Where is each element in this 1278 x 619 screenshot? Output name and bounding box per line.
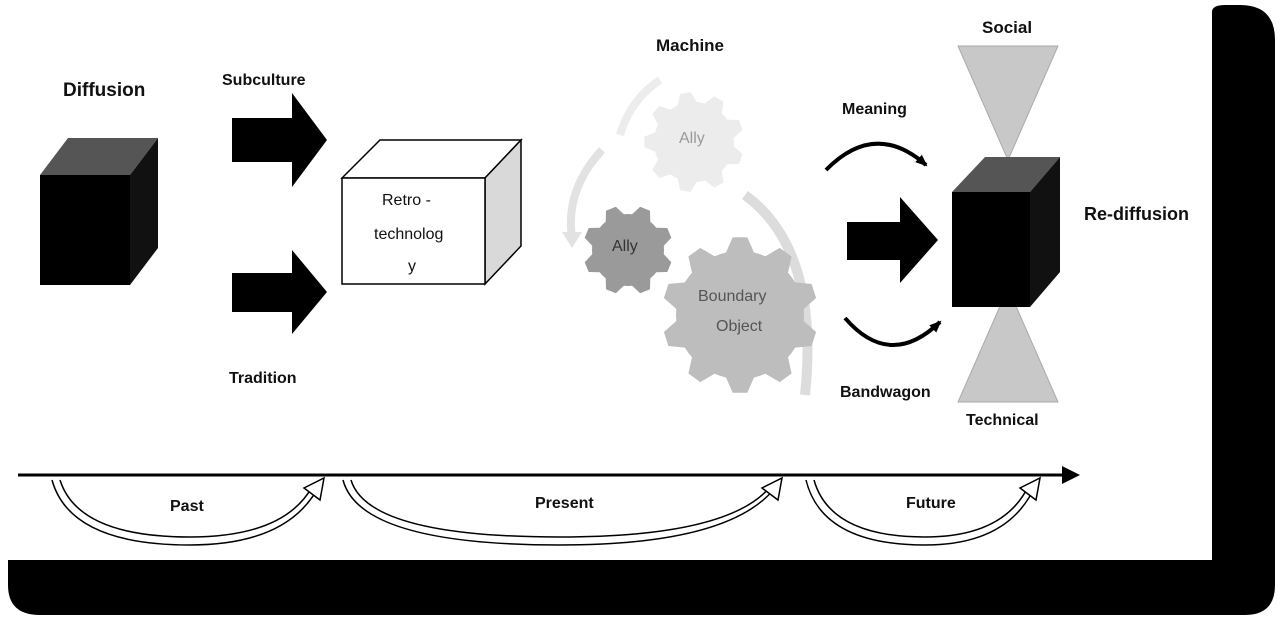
meaning-label: Meaning [842,101,907,118]
future-arc [805,476,1042,546]
meaning-curved-arrow [824,141,928,172]
bandwagon-label: Bandwagon [840,384,931,401]
diffusion-label: Diffusion [63,80,146,101]
boundary-line-2: Object [716,318,763,335]
gear-ally-top [644,92,743,192]
rediffusion-label: Re-diffusion [1084,204,1189,224]
gear-boundary-object [663,237,817,393]
retro-line-3: y [408,258,416,275]
ally-left-label: Ally [612,238,638,255]
subculture-arrow [232,93,327,187]
gear-left-shape [584,206,672,294]
cycle-arc-right [742,190,813,396]
cycle-arc-top [616,76,663,137]
rediffusion-cube [952,157,1060,307]
cycle-arc-left [566,147,605,239]
timeline-arrowhead [1062,466,1080,484]
gear-big-shape [663,237,817,393]
retro-line-1: Retro - [382,192,431,209]
ally-top-label: Ally [679,130,705,147]
retro-technology-box [340,138,523,286]
tradition-label: Tradition [229,370,297,387]
technical-cone [957,286,1059,403]
technical-label: Technical [966,412,1039,429]
social-label: Social [982,18,1033,37]
tradition-arrow [232,250,327,334]
subculture-label: Subculture [222,72,306,89]
past-label: Past [170,498,204,515]
gear-ally-left [584,206,672,294]
machine-label: Machine [656,36,725,55]
boundary-line-1: Boundary [698,288,767,305]
social-cone [957,45,1059,162]
rediffusion-arrow [847,197,938,283]
gear-top-shape [644,92,743,192]
retro-line-2: technolog [374,226,444,243]
present-label: Present [535,495,594,512]
future-label: Future [906,495,956,512]
present-arc [342,476,784,546]
diffusion-cube [40,138,158,285]
past-arc [51,476,326,546]
bandwagon-curved-arrow [843,316,942,347]
